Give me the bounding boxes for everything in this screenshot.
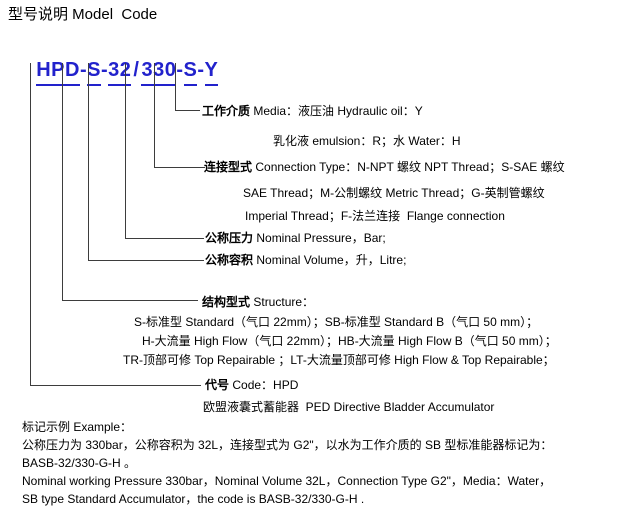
connection-row: 连接型式 Connection Type：N-NPT 螺纹 NPT Thread… bbox=[204, 159, 565, 175]
volume-desc: Nominal Volume，升，Litre; bbox=[253, 253, 407, 267]
media-label: 工作介质 bbox=[202, 104, 251, 118]
structure-label: 结构型式 bbox=[202, 295, 251, 309]
connector-structure-line bbox=[62, 63, 198, 301]
code-separator: - bbox=[176, 59, 184, 81]
code-separator: - bbox=[197, 59, 205, 81]
connection-desc: Connection Type：N-NPT 螺纹 NPT Thread；S-SA… bbox=[252, 160, 565, 174]
media-row-2: 乳化液 emulsion：R；水 Water：H bbox=[273, 134, 461, 148]
structure-row-2: S-标准型 Standard（气口 22mm）；SB-标准型 Standard … bbox=[134, 315, 539, 329]
connection-row-3: Imperial Thread；F-法兰连接 Flange connection bbox=[245, 209, 505, 223]
connector-media-line bbox=[175, 63, 200, 111]
pressure-desc: Nominal Pressure，Bar; bbox=[253, 231, 386, 245]
connector-volume-line bbox=[88, 63, 204, 261]
code-label: 代号 bbox=[205, 378, 230, 392]
code-row: 代号 Code：HPD bbox=[205, 377, 298, 393]
media-row: 工作介质 Media：液压油 Hydraulic oil：Y bbox=[202, 103, 423, 119]
example-line-1: 公称压力为 330bar，公称容积为 32L，连接型式为 G2"，以水为工作介质… bbox=[22, 438, 553, 452]
example-line-3: Nominal working Pressure 330bar，Nominal … bbox=[22, 474, 552, 488]
code-desc: Code：HPD bbox=[229, 378, 299, 392]
media-desc: Media：液压油 Hydraulic oil：Y bbox=[250, 104, 423, 118]
model-code-value: HPD-S-32/330-S-Y bbox=[12, 36, 219, 109]
structure-row-4: TR-顶部可修 Top Repairable ；LT-大流量顶部可修 High … bbox=[123, 353, 555, 367]
structure-desc: Structure： bbox=[250, 295, 315, 309]
code-segment-connection: S bbox=[183, 59, 198, 86]
code-segment-media: Y bbox=[204, 59, 219, 86]
pressure-label: 公称压力 bbox=[205, 231, 254, 245]
code-slash: / bbox=[133, 59, 140, 81]
code-segment-pressure: 330 bbox=[141, 59, 177, 86]
connector-pressure-line bbox=[125, 63, 204, 239]
connector-connection-line bbox=[154, 63, 205, 168]
code-row-2: 欧盟液囊式蓄能器 PED Directive Bladder Accumulat… bbox=[203, 400, 495, 414]
pressure-row: 公称压力 Nominal Pressure，Bar; bbox=[205, 230, 386, 246]
volume-row: 公称容积 Nominal Volume，升，Litre; bbox=[205, 252, 406, 268]
code-segment-structure: S bbox=[87, 59, 101, 86]
structure-row: 结构型式 Structure： bbox=[202, 294, 314, 310]
code-separator: - bbox=[100, 59, 109, 81]
code-separator: - bbox=[79, 59, 88, 81]
connection-row-2: SAE Thread；M-公制螺纹 Metric Thread；G-英制管螺纹 bbox=[243, 186, 545, 200]
page-title: 型号说明 Model Code bbox=[8, 6, 158, 23]
connector-code-line bbox=[30, 63, 201, 386]
code-segment-hpd: HPD bbox=[36, 59, 80, 86]
example-heading: 标记示例 Example： bbox=[22, 420, 133, 434]
example-line-4: SB type Standard Accumulator，the code is… bbox=[22, 492, 365, 506]
connection-label: 连接型式 bbox=[204, 160, 253, 174]
example-line-2: BASB-32/330-G-H 。 bbox=[22, 456, 137, 470]
volume-label: 公称容积 bbox=[205, 253, 254, 267]
structure-row-3: H-大流量 High Flow（气口 22mm）；HB-大流量 High Flo… bbox=[142, 334, 557, 348]
